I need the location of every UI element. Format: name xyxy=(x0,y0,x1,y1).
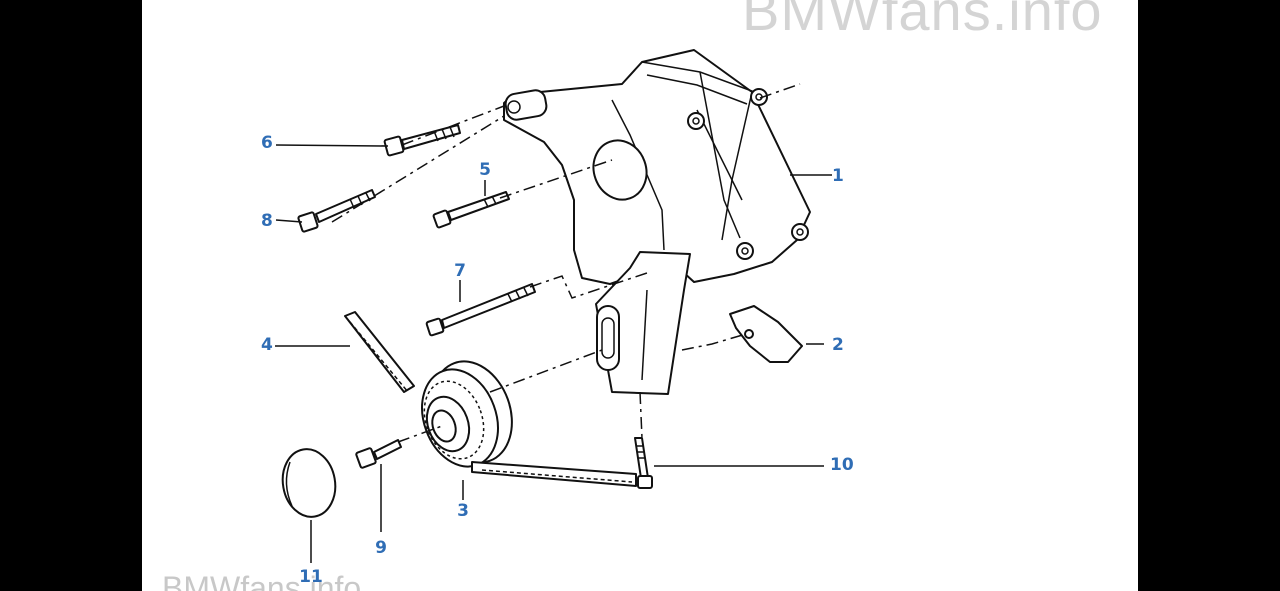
watermark-bottom: BMWfans.info xyxy=(162,570,362,591)
belt-part[interactable] xyxy=(344,311,637,487)
bolt-10[interactable] xyxy=(634,437,653,489)
callout-4: 4 xyxy=(261,335,273,355)
leader-lines xyxy=(275,144,832,563)
callout-3: 3 xyxy=(457,501,469,521)
pulley-part[interactable] xyxy=(409,350,525,477)
cap-part[interactable] xyxy=(729,305,803,363)
bracket-part[interactable] xyxy=(503,49,811,395)
diagram-panel: BMWfans.info xyxy=(142,0,1138,591)
bolt-9[interactable] xyxy=(355,439,402,469)
parts-diagram: 1 2 3 4 5 6 7 8 9 10 11 xyxy=(261,49,854,587)
callout-9: 9 xyxy=(375,538,387,558)
watermark-top: BMWfans.info xyxy=(742,0,1103,42)
bolt-5[interactable] xyxy=(432,191,510,229)
callout-6: 6 xyxy=(261,133,273,153)
plug-part[interactable] xyxy=(277,445,340,521)
callout-2: 2 xyxy=(832,335,844,355)
callout-8: 8 xyxy=(261,211,273,231)
callout-10: 10 xyxy=(830,455,854,475)
alignment-lines xyxy=(331,83,801,443)
callout-1: 1 xyxy=(832,166,844,186)
callout-5: 5 xyxy=(479,160,491,180)
bolt-6[interactable] xyxy=(383,124,461,157)
bolt-7[interactable] xyxy=(425,283,536,337)
bolt-8[interactable] xyxy=(297,189,376,233)
callout-11: 11 xyxy=(299,567,323,587)
callout-7: 7 xyxy=(454,261,466,281)
